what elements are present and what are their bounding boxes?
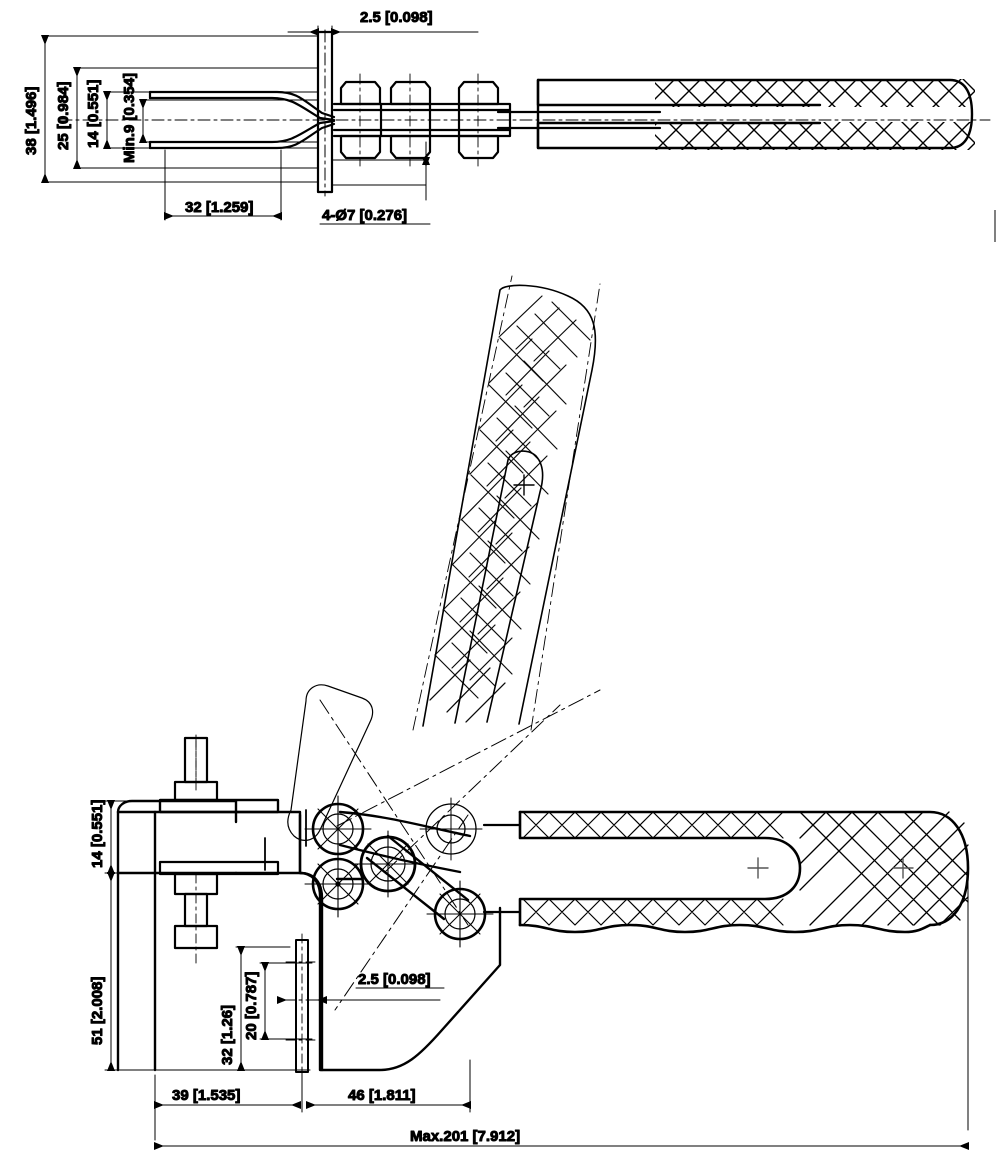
dim-label: 4-Ø7 [0.276] xyxy=(322,207,407,224)
dim-39: 39 [1.535] xyxy=(154,1067,303,1141)
side-view-construction-lines xyxy=(319,689,601,1011)
side-view-phantom-link xyxy=(287,684,374,841)
top-view-plate-centerlines xyxy=(59,29,991,197)
dim-20: 20 [0.787] xyxy=(243,962,313,1041)
top-view-spindle-assembly xyxy=(332,73,662,167)
dim-label: 32 [1.259] xyxy=(185,199,253,216)
side-view-bracket-tick xyxy=(264,809,307,871)
dim-38: 38 [1.496] xyxy=(23,35,319,183)
dim-label: 32 [1.26] xyxy=(219,1005,236,1065)
side-view-group: 14 [0.551] 51 [2.008] 32 [1.26] 20 [0.78… xyxy=(89,275,970,1150)
pivot-lower-left xyxy=(304,850,372,918)
dim-label: 39 [1.535] xyxy=(172,1087,240,1104)
side-view-base-plate xyxy=(298,813,502,1072)
dim-min9: Min.9 [0.354] xyxy=(121,72,319,164)
pivot-cross-mark-grip-1 xyxy=(747,857,769,879)
dim-2.5-top: 2.5 [0.098] xyxy=(287,9,479,49)
side-view-spindle-bolt-lower xyxy=(158,734,280,966)
dim-label: Max.201 [7.912] xyxy=(410,1128,520,1145)
dim-32-side: 32 [1.26] xyxy=(219,946,291,1071)
dim-label: 2.5 [0.098] xyxy=(358,971,431,988)
dim-label: 25 [0.984] xyxy=(55,82,72,150)
top-view-handle-grip xyxy=(536,78,975,150)
dim-2.5-side: 2.5 [0.098] xyxy=(277,971,445,1004)
pivot-upper-right-phantom xyxy=(419,797,483,861)
side-view-dimensions: 14 [0.551] 51 [2.008] 32 [1.26] 20 [0.78… xyxy=(89,799,969,1150)
dim-label: 2.5 [0.098] xyxy=(360,9,433,26)
pivot-cross-mark-grip-2 xyxy=(892,857,914,879)
dim-label: 51 [2.008] xyxy=(89,977,106,1045)
dim-label: 14 [0.551] xyxy=(89,800,106,868)
dim-label: 38 [1.496] xyxy=(23,87,40,155)
pivot-lower-right xyxy=(426,880,494,948)
pivot-cross-mark-handle xyxy=(513,474,535,496)
dim-4-holes: 4-Ø7 [0.276] xyxy=(319,141,431,225)
dim-label: 14 [0.551] xyxy=(85,80,102,148)
pivot-center xyxy=(354,830,422,898)
top-view-group: 2.5 [0.098] 38 [1.496] 25 [0.984] xyxy=(23,9,991,225)
dim-max201: Max.201 [7.912] xyxy=(154,1128,969,1150)
dim-32-top: 32 [1.259] xyxy=(164,149,282,221)
top-view-dimensions: 2.5 [0.098] 38 [1.496] 25 [0.984] xyxy=(23,9,479,225)
dim-51: 51 [2.008] xyxy=(89,872,311,1071)
dim-label: 46 [1.811] xyxy=(348,1087,416,1104)
dim-46: 46 [1.811] xyxy=(306,1059,471,1113)
side-view-pivots xyxy=(304,795,494,948)
dim-14-top: 14 [0.551] xyxy=(85,79,319,149)
side-view-raised-handle xyxy=(412,275,601,731)
dim-25: 25 [0.984] xyxy=(55,67,319,169)
dim-label: Min.9 [0.354] xyxy=(121,73,138,163)
dim-label: 20 [0.787] xyxy=(243,972,260,1040)
